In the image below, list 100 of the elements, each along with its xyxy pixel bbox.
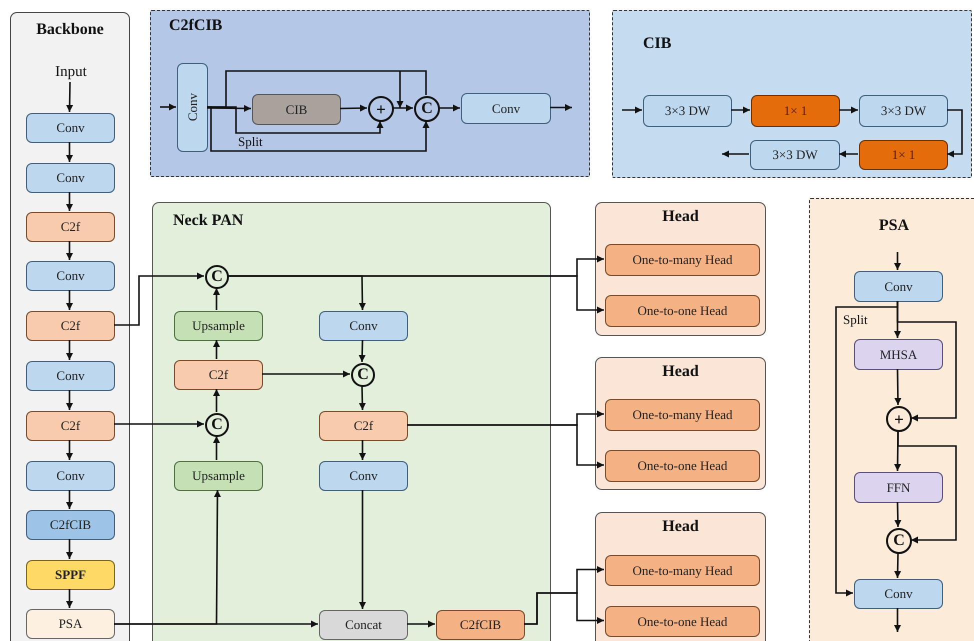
layer-block: Conv (177, 63, 208, 152)
arrow (66, 241, 73, 260)
section-panel (10, 12, 130, 641)
concat-operator: C (886, 528, 912, 554)
add-operator: + (886, 406, 912, 432)
arrow (839, 150, 858, 158)
layer-block: Upsample (174, 311, 263, 341)
section-panel (152, 202, 551, 641)
arrow (835, 301, 898, 596)
layer-block: Conv (319, 311, 408, 341)
arrow (731, 106, 750, 114)
arrow (66, 490, 73, 509)
section-panel (595, 512, 766, 641)
section-title: Backbone (35, 21, 105, 39)
section-title: CIB (643, 35, 672, 53)
layer-block: SPPF (26, 560, 115, 590)
concat-operator: C (205, 413, 229, 437)
section-panel (809, 198, 974, 641)
arrow (894, 502, 902, 528)
arrow (66, 82, 74, 112)
arrow (340, 104, 368, 112)
layer-block: One-to-many Head (605, 555, 760, 586)
add-operator: + (368, 96, 394, 122)
arrow (359, 490, 366, 609)
section-panel (595, 202, 766, 336)
arrow (947, 109, 963, 158)
arrow (66, 440, 73, 460)
layer-block: One-to-one Head (605, 450, 760, 482)
input-label: Input (41, 61, 101, 83)
layer-block: Conv (26, 163, 115, 193)
arrow (407, 424, 604, 468)
arrow (66, 539, 73, 559)
section-title: Head (661, 363, 700, 381)
arrow (207, 106, 430, 152)
arrow (66, 390, 73, 410)
layer-block: C2fCIB (436, 610, 525, 640)
arrow (207, 104, 251, 112)
split-label: Split (238, 134, 263, 149)
arrow (114, 490, 221, 625)
arrow (722, 150, 749, 158)
split-label: Split (843, 312, 868, 327)
layer-block: CIB (252, 94, 341, 125)
arrow (894, 608, 901, 632)
layer-block: FFN (854, 472, 943, 503)
arrow (114, 420, 204, 428)
arrow (358, 386, 366, 410)
arrow (213, 340, 220, 359)
arrow (894, 368, 902, 406)
section-title: Neck PAN (173, 212, 244, 230)
arrow (358, 340, 366, 362)
layer-block: 3×3 DW (859, 95, 948, 127)
arrow (359, 440, 366, 460)
layer-block: PSA (26, 609, 115, 639)
arrow (407, 620, 435, 628)
arrow (839, 106, 858, 114)
arrow (393, 104, 413, 112)
arrow (228, 275, 604, 314)
arrow (897, 431, 957, 544)
arrow (66, 192, 73, 211)
arrow (439, 104, 460, 112)
layer-block: Conv (26, 113, 115, 143)
arrow (66, 290, 73, 310)
section-panel (595, 357, 766, 490)
layer-block: One-to-one Head (605, 295, 760, 327)
layer-block: C2f (319, 411, 408, 441)
arrow (213, 436, 220, 460)
layer-block: Conv (461, 93, 551, 124)
concat-operator: C (351, 363, 375, 387)
layer-block: C2f (174, 360, 263, 390)
arrow (894, 252, 901, 270)
section-title: Head (661, 518, 700, 536)
layer-block: C2f (26, 212, 115, 242)
layer-block: Concat (319, 610, 408, 640)
layer-block: 1× 1 (751, 95, 840, 127)
layer-block: 1× 1 (859, 140, 948, 170)
concat-operator: C (414, 96, 440, 122)
layer-block: Conv (26, 361, 115, 391)
layer-block: MHSA (854, 339, 943, 370)
layer-block: Conv (26, 461, 115, 491)
layer-block: One-to-one Head (605, 606, 760, 637)
arrow (66, 340, 73, 360)
section-panel (150, 10, 590, 177)
arrow (66, 142, 73, 162)
arrow (160, 104, 176, 110)
arrow (550, 104, 572, 111)
layer-block: Conv (26, 261, 115, 291)
arrow (114, 272, 204, 326)
section-title: Head (661, 208, 700, 226)
arrow (894, 552, 902, 578)
layer-block: One-to-many Head (605, 244, 760, 276)
section-title: PSA (878, 217, 910, 235)
arrow (213, 389, 220, 412)
arrow (622, 106, 642, 114)
section-title: C2fCIB (169, 17, 222, 35)
arrow (66, 589, 73, 608)
layer-block: Conv (854, 271, 943, 302)
arrow (262, 370, 350, 378)
layer-block: C2f (26, 411, 115, 441)
layer-block: Conv (854, 579, 943, 609)
layer-block: Upsample (174, 461, 263, 491)
